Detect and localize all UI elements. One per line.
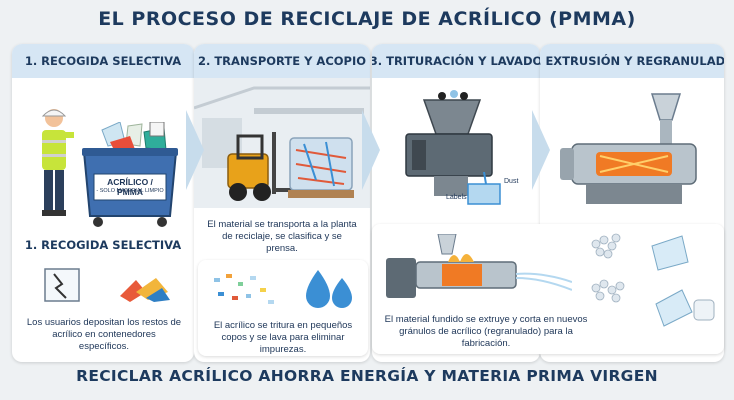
step-header-extrusion: 4. EXTRUSIÓN Y REGRANULADO [540,44,724,78]
step-header-collection: 1. RECOGIDA SELECTIVA [12,44,194,78]
page-title: EL PROCESO DE RECICLAJE DE ACRÍLICO (PMM… [98,8,636,30]
arrow-right-icon [362,110,380,190]
extrusion-result-panel: El material fundido se extruye y corta e… [372,224,724,354]
water-tub-icon [467,172,501,205]
extrusion-line-icon [386,234,572,298]
bale-icon [288,137,354,198]
washing-text: El acrílico se tritura en pequeños copos… [213,320,353,355]
arrow-right-icon [186,110,204,190]
extruder-icon [560,93,697,204]
recycling-bin-icon [82,122,178,227]
bin-label-sub: - SOLO MATERIAL LIMPIO [96,188,164,194]
forklift-icon [227,132,294,201]
bin-label-main: ACRÍLICO / PMMA [107,177,153,197]
pellets-icon [591,233,715,327]
label-tag-labels: Labels [446,194,467,201]
step-card-collection: 1. RECOGIDA SELECTIVA ACRÍLICO / PMMA - … [12,44,194,362]
extrusion-text: El material fundido se extruye y corta e… [384,314,588,349]
shredder-icon [405,90,493,196]
acrylic-scraps-icon [120,278,170,302]
broken-sheet-icon [44,268,80,302]
worker-icon [41,109,74,216]
step-header-transport: 2. TRANSPORTE Y ACOPIO [194,44,370,78]
arrow-right-icon [532,110,550,190]
washing-result-panel: El acrílico se tritura en pequeños copos… [198,260,368,356]
water-drop-icon [306,270,352,308]
step-card-transport: 2. TRANSPORTE Y ACOPIO El material se tr… [194,44,370,362]
transport-text: El material se transporta a la planta de… [207,219,357,254]
flakes-icon [214,274,274,304]
collection-text: Los usuarios depositan los restos de acr… [26,317,182,352]
footer-slogan: RECICLAR ACRÍLICO AHORRA ENERGÍA Y MATER… [76,367,658,385]
label-tag-dust: Dust [504,178,519,185]
collection-subtitle: 1. RECOGIDA SELECTIVA [24,238,182,252]
step-header-washing: 3. TRITURACIÓN Y LAVADO [372,44,540,78]
